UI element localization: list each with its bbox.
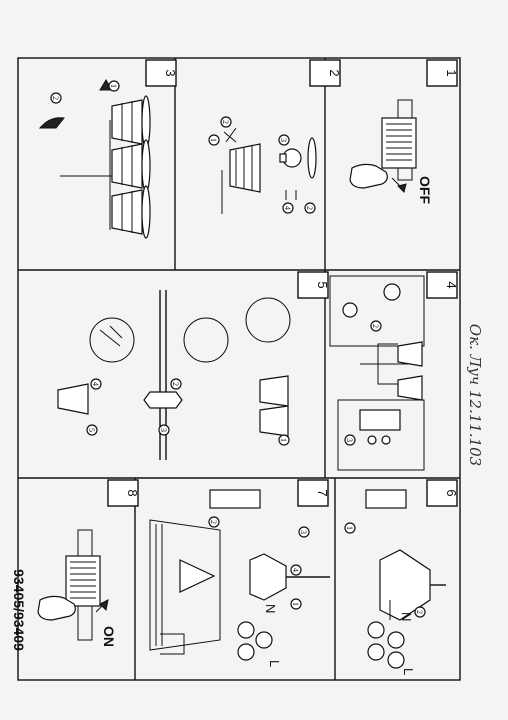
step-number-8: 8: [107, 479, 140, 507]
svg-text:1: 1: [109, 84, 118, 88]
outer-frame: [17, 57, 461, 681]
svg-text:2: 2: [305, 206, 314, 210]
svg-text:1: 1: [345, 526, 354, 530]
panel-1-illustration: [349, 99, 417, 193]
step-number-2: 2: [309, 59, 342, 87]
svg-text:2: 2: [51, 96, 60, 100]
step-number-6: 6: [426, 479, 459, 507]
svg-text:L: L: [401, 668, 416, 675]
svg-text:2: 2: [371, 324, 380, 328]
step-number-1: 1: [426, 59, 459, 87]
panel-6-callouts: 1 2 N L: [344, 522, 426, 675]
svg-text:5: 5: [87, 428, 96, 432]
svg-text:4: 4: [283, 206, 292, 210]
panel-3-illustration: [38, 79, 151, 239]
svg-text:N: N: [263, 604, 278, 613]
step-number-3: 3: [145, 59, 178, 87]
step-number-7: 7: [297, 479, 330, 507]
panel-6-illustration: [365, 489, 446, 669]
svg-text:4: 4: [291, 568, 300, 572]
svg-text:1: 1: [444, 69, 459, 76]
off-label: OFF: [417, 176, 433, 204]
svg-text:N: N: [399, 612, 414, 621]
svg-text:3: 3: [163, 69, 178, 76]
svg-text:1: 1: [291, 602, 300, 606]
model-code: 93405/93409: [11, 569, 27, 651]
panel-7-illustration: [149, 489, 330, 661]
svg-text:8: 8: [125, 489, 140, 496]
svg-text:3: 3: [279, 138, 288, 142]
svg-text:7: 7: [315, 489, 330, 496]
step-number-5: 5: [297, 271, 330, 299]
handwritten-note: Ок. Луч 12.11.103: [466, 324, 484, 466]
svg-text:2: 2: [171, 382, 180, 386]
svg-text:2: 2: [415, 610, 424, 614]
panel-2-illustration: [221, 127, 317, 214]
svg-text:2: 2: [327, 69, 342, 76]
on-label: ON: [101, 626, 117, 647]
svg-text:2: 2: [209, 520, 218, 524]
svg-text:6: 6: [444, 489, 459, 496]
svg-text:4: 4: [91, 382, 100, 386]
panel-5-callouts: 5 3 1 4 2: [86, 378, 290, 446]
step-number-4: 4: [426, 271, 459, 299]
panel-3-callouts: 1 2: [50, 80, 120, 104]
svg-text:2: 2: [221, 120, 230, 124]
svg-text:1: 1: [279, 438, 288, 442]
panel-5-illustration: [57, 290, 291, 460]
svg-text:3: 3: [345, 438, 354, 442]
panel-4-illustration: [329, 275, 425, 471]
svg-text:L: L: [267, 660, 282, 667]
svg-text:1: 1: [209, 138, 218, 142]
svg-text:3: 3: [159, 428, 168, 432]
panel-8-illustration: [37, 529, 109, 641]
panel-2-callouts: 1 2 3 4 2: [208, 116, 316, 214]
panel-7-callouts: 2 3 4 1 N L: [208, 516, 310, 667]
svg-text:3: 3: [299, 530, 308, 534]
panel-4-callouts: 2 3: [344, 320, 382, 446]
svg-text:4: 4: [444, 281, 459, 288]
svg-text:5: 5: [315, 281, 330, 288]
